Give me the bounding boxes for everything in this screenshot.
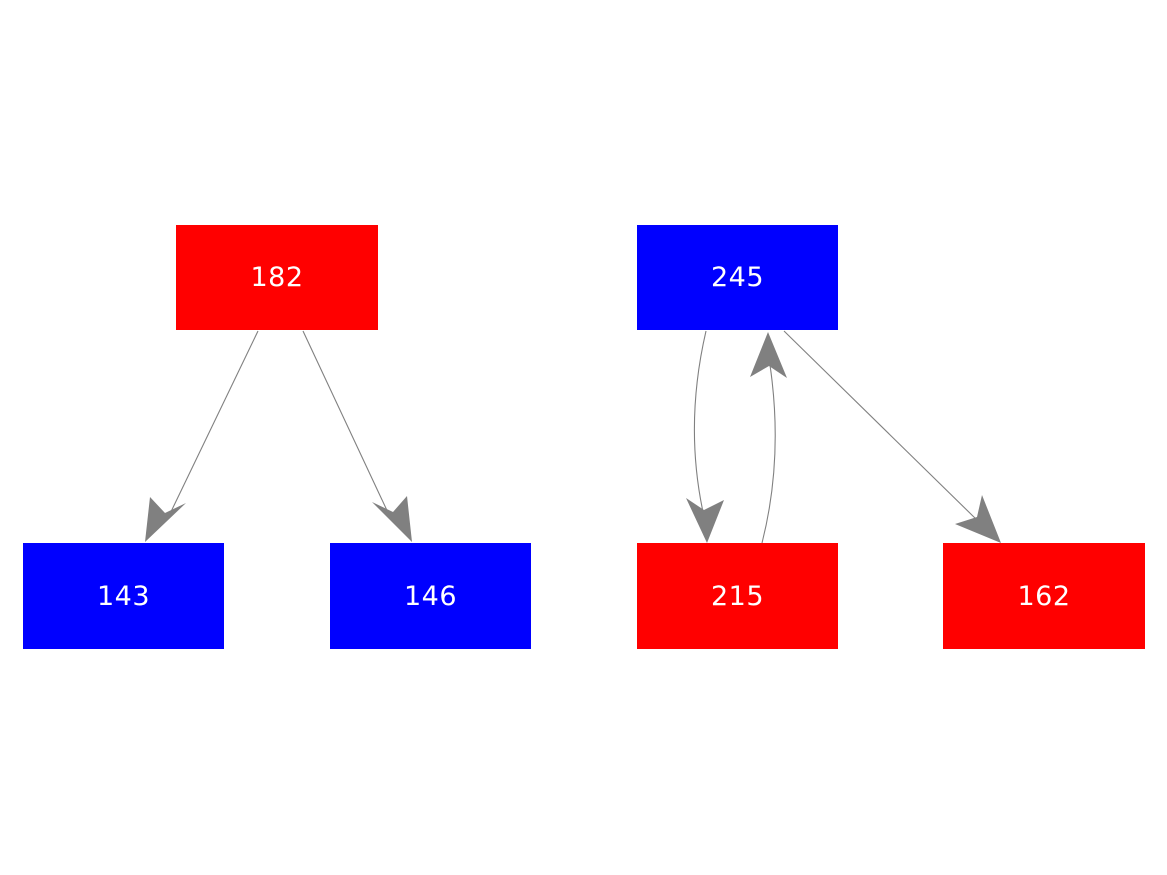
edge-line-245-162 bbox=[783, 330, 979, 522]
node-label-146: 146 bbox=[403, 580, 458, 612]
edge-245-to-215 bbox=[686, 330, 724, 543]
edge-182-to-146 bbox=[302, 330, 412, 542]
node-162[interactable]: 162 bbox=[943, 543, 1145, 649]
node-label-182: 182 bbox=[250, 262, 304, 293]
edge-245-to-162 bbox=[783, 330, 1001, 543]
edge-line-245-215 bbox=[693, 330, 707, 513]
edge-line-182-143 bbox=[166, 330, 259, 521]
node-label-162: 162 bbox=[1017, 580, 1071, 612]
node-label-215: 215 bbox=[710, 580, 765, 612]
node-215[interactable]: 215 bbox=[637, 543, 838, 649]
arrowhead-182-143 bbox=[145, 497, 186, 542]
arrowhead-245-215 bbox=[686, 498, 724, 543]
arrowhead-215-245 bbox=[750, 332, 787, 378]
edge-line-215-245 bbox=[761, 364, 776, 544]
edge-215-to-245 bbox=[750, 332, 787, 544]
node-143[interactable]: 143 bbox=[23, 543, 224, 649]
arrowhead-182-146 bbox=[372, 496, 412, 542]
arrowhead-245-162 bbox=[955, 495, 1001, 543]
edge-182-to-143 bbox=[145, 330, 259, 542]
node-182[interactable]: 182 bbox=[176, 225, 378, 330]
node-label-143: 143 bbox=[96, 580, 151, 612]
edge-line-182-146 bbox=[302, 330, 392, 520]
node-label-245: 245 bbox=[710, 262, 765, 293]
node-146[interactable]: 146 bbox=[330, 543, 531, 649]
node-245[interactable]: 245 bbox=[637, 225, 838, 330]
